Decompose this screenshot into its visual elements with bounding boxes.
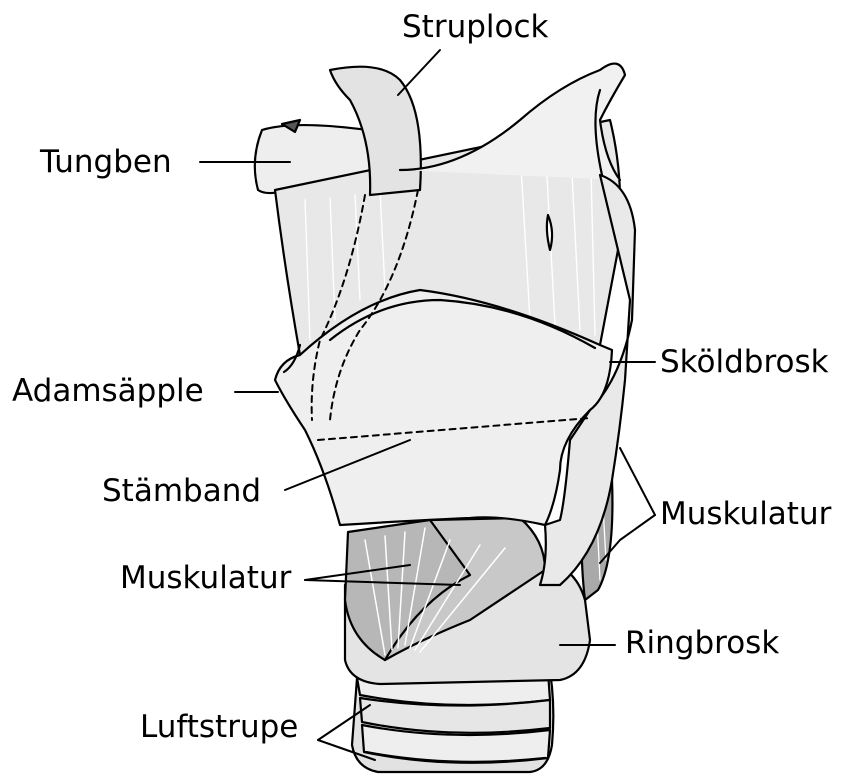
label-skoldbrosk: Sköldbrosk — [660, 347, 829, 378]
label-tungben: Tungben — [40, 147, 172, 178]
label-muskulatur-left: Muskulatur — [120, 563, 291, 594]
label-muskulatur-right: Muskulatur — [660, 499, 831, 530]
label-stamband: Stämband — [102, 476, 261, 507]
label-ringbrosk: Ringbrosk — [625, 628, 779, 659]
label-luftstrupe: Luftstrupe — [140, 712, 298, 743]
label-struplock: Struplock — [402, 12, 548, 43]
label-adamsapple: Adamsäpple — [12, 376, 204, 407]
